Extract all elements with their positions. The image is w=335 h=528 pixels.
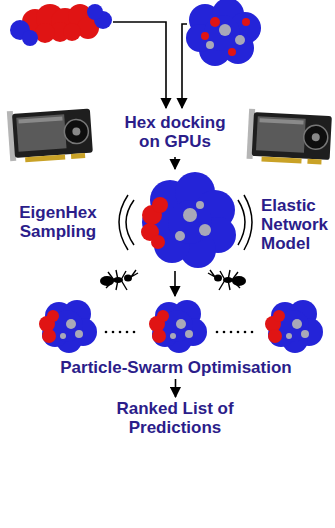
protein-model [149, 300, 207, 353]
protein-complex [183, 208, 197, 222]
protein-complex [199, 224, 211, 236]
ellipsis-dots [126, 331, 129, 334]
flow-arrow [174, 271, 176, 296]
step-text: Ranked List of Predictions [112, 399, 238, 437]
ellipsis-dots [112, 331, 115, 334]
ellipsis-dots [105, 331, 108, 334]
gpu-card [246, 109, 332, 165]
protein-receptor [235, 35, 245, 45]
protein-ligand [35, 23, 55, 43]
step-text: Particle-Swarm Optimisation [60, 358, 291, 377]
protein-complex [152, 197, 168, 213]
step-label: Particle-Swarm Optimisation [60, 358, 291, 377]
flow-arrow [113, 22, 166, 108]
protein-receptor [186, 0, 261, 66]
protein-receptor [206, 41, 214, 49]
ellipsis-dots [237, 331, 240, 334]
motion-arc [119, 195, 252, 250]
ellipsis-dots [244, 331, 247, 334]
protein-ligand [87, 4, 103, 20]
protein-ligand [10, 4, 112, 46]
ellipsis-dots [230, 331, 233, 334]
step-label: Hex docking on GPUs [119, 113, 231, 151]
protein-model [265, 300, 323, 353]
flow-arrow [175, 379, 177, 397]
protein-receptor [210, 17, 220, 27]
side-label: Elastic Network Model [261, 196, 333, 253]
ellipsis-dots [133, 331, 136, 334]
protein-complex [141, 172, 236, 268]
protein-model [39, 300, 97, 353]
motion-arc [126, 200, 134, 245]
protein-receptor [219, 24, 231, 36]
ellipsis-dots [216, 331, 219, 334]
gpu-card [7, 106, 93, 164]
protein-receptor [204, 15, 240, 51]
ellipsis-dots [223, 331, 226, 334]
protein-complex [168, 200, 212, 244]
step-text: Hex docking on GPUs [119, 113, 231, 151]
motion-arc [238, 200, 245, 245]
ant-icon [100, 270, 138, 290]
protein-receptor [228, 48, 236, 56]
flow-arrow [182, 24, 187, 108]
protein-complex [196, 201, 204, 209]
ellipsis-dots [251, 331, 254, 334]
protein-receptor [201, 32, 209, 40]
protein-receptor [242, 18, 250, 26]
ellipsis-dots [119, 331, 122, 334]
ant-icon [208, 270, 246, 290]
protein-complex [175, 231, 185, 241]
step-label: Ranked List of Predictions [112, 399, 238, 437]
protein-ligand [22, 30, 38, 46]
protein-complex [151, 235, 165, 249]
ellipsis-dots [105, 331, 254, 334]
side-label: EigenHex Sampling [12, 203, 104, 241]
protein-ligand [63, 23, 81, 41]
flow-arrow [174, 157, 176, 169]
